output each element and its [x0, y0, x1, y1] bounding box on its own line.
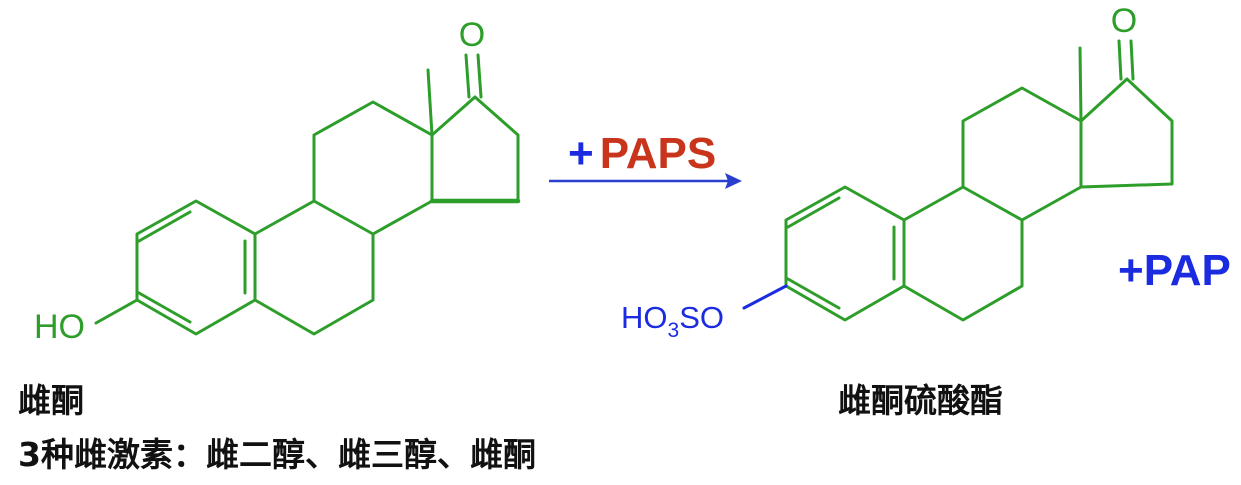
product-carbonyl-bond-2: [1129, 39, 1135, 81]
product-ring-a-inner-bond-3: [786, 277, 841, 310]
hydroxyl-bond: [94, 298, 139, 325]
estrone-sulfate-structure: [784, 39, 1174, 322]
byproduct-pap-label: +PAP: [1118, 246, 1231, 295]
ring-a-bonds: [135, 199, 257, 336]
reaction-arrow: [549, 173, 742, 189]
hydroxyl-label: HO: [34, 308, 85, 346]
carbonyl-bond-1: [464, 53, 471, 99]
product-methyl-bond: [1078, 46, 1083, 123]
reagent-plus-sign: +: [568, 129, 594, 178]
product-ring-a-bonds: [784, 185, 906, 322]
estrogen-note: 3种雌激素：雌二醇、雌三醇、雌酮: [18, 435, 536, 474]
ring-a-inner-bond-3: [137, 291, 192, 324]
carbonyl-bond-2: [476, 53, 483, 99]
reactant-name: 雌酮: [18, 381, 84, 420]
ring-c-bonds: [312, 100, 434, 236]
ring-a-inner-bond-1: [137, 210, 192, 243]
ring-b-bonds: [253, 199, 375, 336]
sulfate-prefix: HO: [621, 300, 668, 335]
sulfate-suffix: SO: [679, 300, 724, 335]
product-carbonyl-oxygen-label: O: [1111, 2, 1137, 40]
product-ring-a-inner-bond-1: [786, 196, 841, 229]
reagent-paps: PAPS: [600, 129, 717, 178]
product-ring-c-bonds: [961, 86, 1083, 222]
product-ring-b-bonds: [902, 185, 1024, 322]
methyl-bond: [426, 68, 434, 137]
sulfate-bond: [742, 284, 788, 310]
product-name: 雌酮硫酸酯: [838, 381, 1003, 420]
sulfate-group-label: HO3SO: [621, 300, 724, 342]
reactant-carbonyl-oxygen-label: O: [459, 16, 485, 54]
reagent-label: +PAPS: [568, 129, 716, 178]
ring-d-bonds: [430, 95, 520, 203]
product-carbonyl-bond-1: [1117, 39, 1123, 81]
estrone-structure: [94, 53, 521, 336]
product-ring-d-bonds: [1079, 77, 1174, 189]
sulfate-subscript: 3: [668, 319, 680, 342]
